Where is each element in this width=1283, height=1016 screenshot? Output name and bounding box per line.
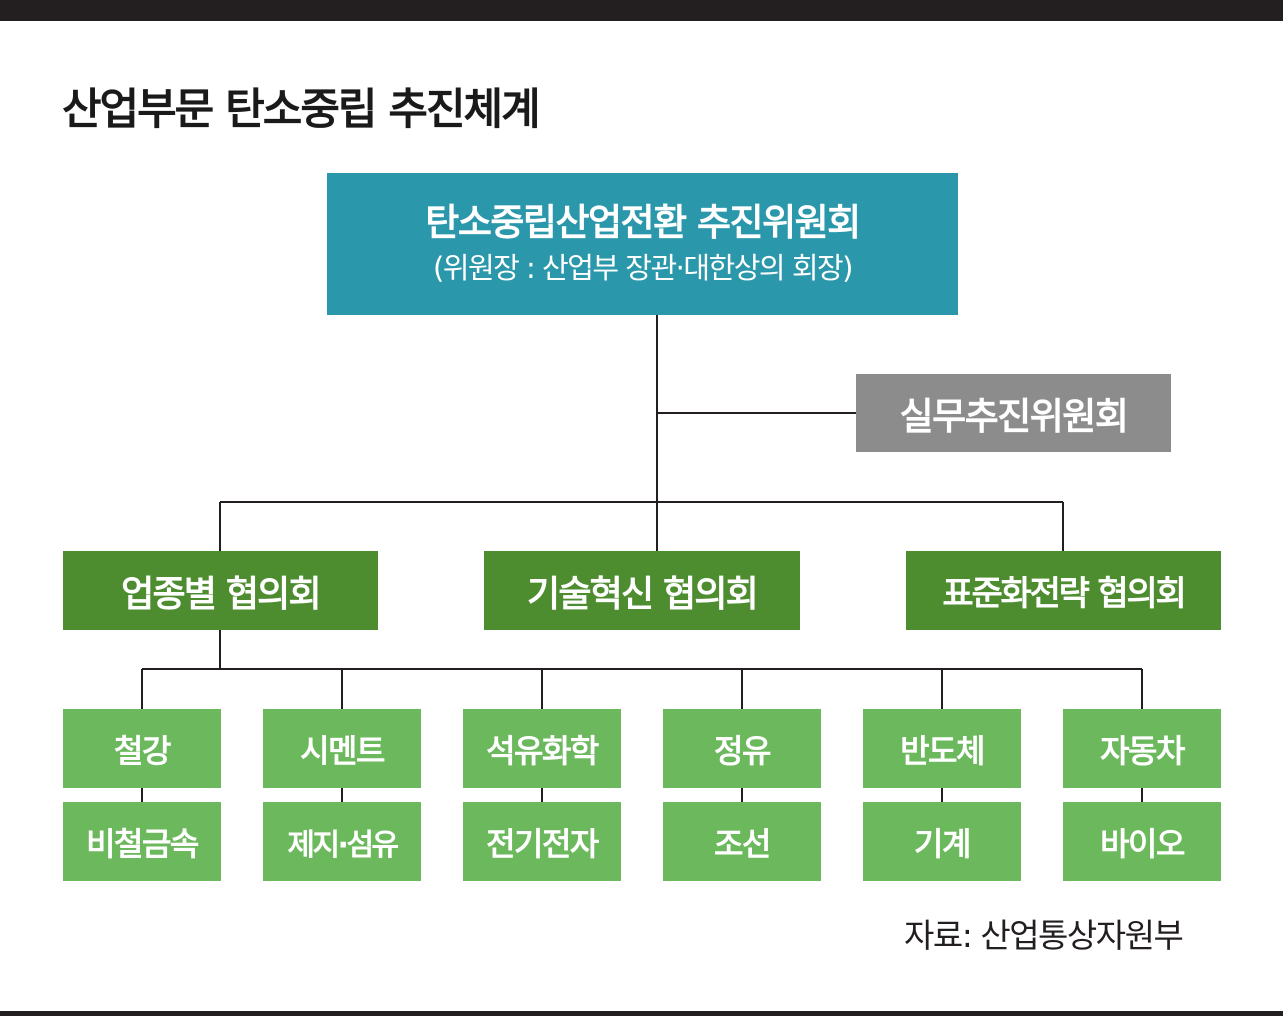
top-committee-chair: (위원장 : 산업부 장관·대한상의 회장) — [432, 251, 854, 285]
sector-box-steel: 철강 — [63, 709, 221, 788]
sector-box-electronics: 전기전자 — [463, 802, 621, 881]
sector-box-bio: 바이오 — [1063, 802, 1221, 881]
sector-box-cement: 시멘트 — [263, 709, 421, 788]
sector-box-machinery: 기계 — [863, 802, 1021, 881]
top-committee-name: 탄소중립산업전환 추진위원회 — [425, 201, 861, 244]
sector-box-petrochemical: 석유화학 — [463, 709, 621, 788]
sector-box-semiconductor: 반도체 — [863, 709, 1021, 788]
council-standardization-box: 표준화전략 협의회 — [906, 551, 1221, 630]
top-committee-box: 탄소중립산업전환 추진위원회 (위원장 : 산업부 장관·대한상의 회장) — [327, 173, 958, 315]
sector-box-refining: 정유 — [663, 709, 821, 788]
working-committee-box: 실무추진위원회 — [856, 374, 1171, 452]
council-technology-box: 기술혁신 협의회 — [484, 551, 800, 630]
council-industry-box: 업종별 협의회 — [63, 551, 378, 630]
sector-box-automobile: 자동차 — [1063, 709, 1221, 788]
bottom-rule — [0, 1011, 1283, 1016]
sector-box-paper-textile: 제지·섬유 — [263, 802, 421, 881]
page-title: 산업부문 탄소중립 추진체계 — [62, 85, 541, 135]
top-bar — [0, 0, 1283, 21]
sector-box-nonferrous: 비철금속 — [63, 802, 221, 881]
sector-box-shipbuilding: 조선 — [663, 802, 821, 881]
source-note: 자료: 산업통상자원부 — [904, 916, 1184, 955]
